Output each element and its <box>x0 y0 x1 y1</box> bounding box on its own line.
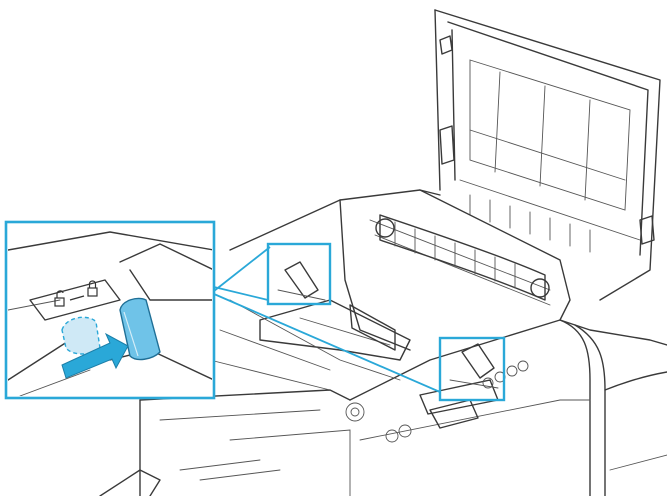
push-direction-arrow-icon <box>61 332 129 379</box>
panel-button-icon <box>506 365 518 377</box>
left-lock-lever <box>277 261 326 301</box>
panel-button-icon <box>517 360 529 372</box>
panel-button-icon <box>398 424 412 438</box>
printer-interior <box>209 189 571 391</box>
callout-inset <box>4 220 216 400</box>
power-button-icon <box>345 402 365 422</box>
open-top-cover <box>434 9 661 301</box>
panel-button-icon <box>385 429 399 443</box>
callout-connectors <box>213 246 441 393</box>
lock-lever-ghost <box>61 316 101 355</box>
fuser-roller <box>379 214 546 301</box>
locked-lock-icon <box>87 280 98 297</box>
panel-button-icon <box>482 377 494 389</box>
lock-lever-lifted <box>119 297 161 361</box>
unlocked-lock-icon <box>54 290 65 307</box>
lock-indicator-plate <box>29 279 121 321</box>
indicator-dash <box>69 295 85 301</box>
highlight-box-left-lever <box>266 242 332 306</box>
right-lock-lever <box>449 343 499 389</box>
highlight-box-right-lever <box>438 336 506 402</box>
